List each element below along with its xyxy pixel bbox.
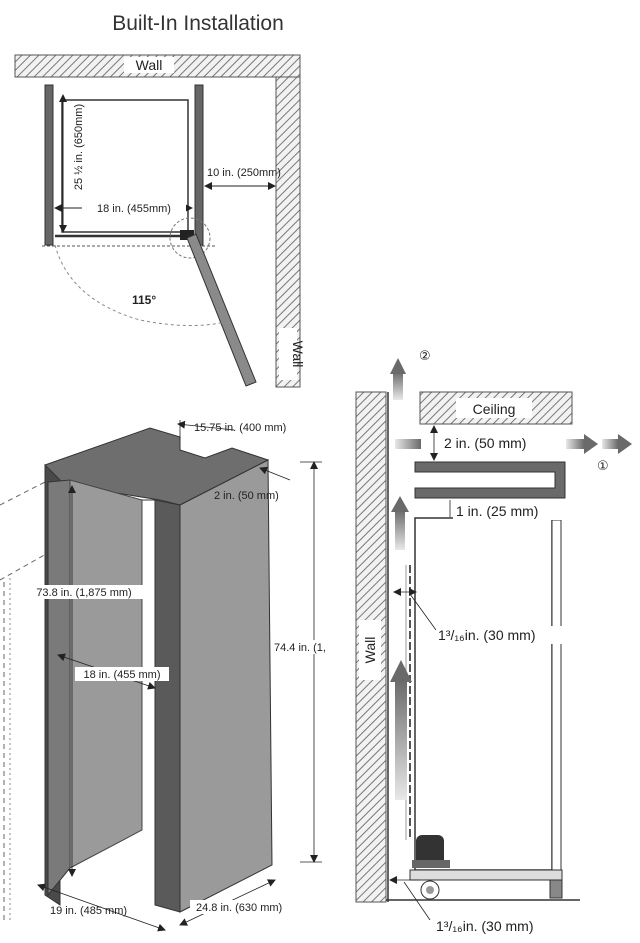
airflow-arrow-up-mid: [391, 496, 409, 550]
side-gap-label: 10 in. (250mm): [207, 167, 281, 179]
ceiling-gap-label: 2 in. (50 mm): [444, 435, 526, 451]
cabinet-right-panel: [194, 84, 204, 246]
bottom-gap-leader: [403, 881, 431, 921]
ceiling-label: Ceiling: [473, 401, 516, 417]
open-door: [186, 233, 257, 387]
rear-gap-label-bg: [436, 626, 568, 644]
airflow-1-label: ①: [597, 458, 609, 473]
outer-height-label-bg: [272, 640, 352, 654]
rear-gap-label: 1³/₁₆in. (30 mm): [438, 627, 536, 643]
inner-width-label-bg: [75, 667, 169, 681]
cabinet-view: 15.75 in. (400 mm) 2 in. (50 mm) 73.8 in…: [0, 420, 352, 932]
cabinet-left-front: [47, 479, 71, 897]
cabinet-top: [44, 427, 270, 506]
bottom-depth-label-bg: [190, 900, 304, 914]
width-label-bg: [82, 201, 186, 215]
compressor: [416, 835, 444, 867]
right-wall-label-bg: [279, 328, 297, 380]
top-view: Wall Wall 115° 25 ½ in. (650mm) 18 in. (…: [14, 54, 306, 388]
ceiling-gap-label-bg: [440, 434, 564, 452]
outer-height-label: 74.4 in. (1,: [274, 642, 326, 654]
bottom-depth-label: 24.8 in. (630 mm): [196, 902, 282, 914]
top-wall-label-bg: [124, 57, 174, 73]
rear-gap-leader: [409, 593, 437, 631]
depth-label-bg: [66, 112, 96, 184]
inner-height-label: 73.8 in. (1,875 mm): [36, 587, 131, 599]
cabinet-dash-1: [0, 481, 46, 506]
airflow-arrow-right-ceiling: [395, 439, 421, 449]
airflow-2-label: ②: [419, 348, 431, 363]
ceiling-label-bg: [456, 398, 532, 418]
hinge-block: [180, 230, 194, 240]
top-gap-side-label-bg: [453, 503, 569, 520]
rear-foot: [549, 879, 563, 899]
cabinet-left-panel: [44, 84, 54, 246]
compressor-mount: [412, 860, 450, 868]
right-wall-label: Wall: [290, 341, 306, 368]
appliance-base: [409, 869, 563, 881]
side-wall-label: Wall: [362, 637, 378, 664]
top-gap-side-label: 1 in. (25 mm): [456, 503, 538, 519]
airflow-arrow-right-1: [566, 434, 598, 454]
diagram-title: Built-In Installation: [112, 12, 284, 35]
top-wall-label: Wall: [136, 57, 163, 73]
side-wall-label-bg: [359, 620, 381, 680]
appliance-door-side: [551, 519, 562, 871]
appliance-body-side: [414, 517, 553, 871]
bottom-width-label: 19 in. (485 mm): [50, 905, 127, 917]
top-gap-dim-line: [259, 466, 291, 481]
cabinet-right-front: [154, 499, 181, 913]
top-recess-dim-line-2: [177, 420, 235, 431]
door-swing-arc: [54, 244, 226, 327]
side-view: Wall Ceiling ②: [355, 348, 632, 934]
bottom-gap-label: 1³/₁₆in. (30 mm): [436, 918, 534, 934]
hinge-circle: [169, 217, 211, 259]
inner-width-label: 18 in. (455 mm): [83, 669, 160, 681]
airflow-arrow-up-top: [390, 358, 406, 400]
front-wheel-hub: [426, 886, 434, 894]
airflow-arrow-right-2: [602, 434, 632, 454]
cabinet-right-side: [179, 459, 273, 913]
cabinet-top-shelf: [414, 461, 566, 499]
top-recess-label: 15.75 in. (400 mm): [194, 422, 286, 434]
inner-height-label-bg: [18, 585, 150, 599]
airflow-arrow-up-low: [390, 660, 412, 800]
top-gap-label: 2 in. (50 mm): [214, 490, 279, 502]
bottom-width-dim-line: [37, 883, 166, 932]
width-label: 18 in. (455mm): [97, 203, 171, 215]
depth-label: 25 ½ in. (650mm): [73, 104, 85, 190]
door-angle-label: 115°: [132, 293, 156, 307]
